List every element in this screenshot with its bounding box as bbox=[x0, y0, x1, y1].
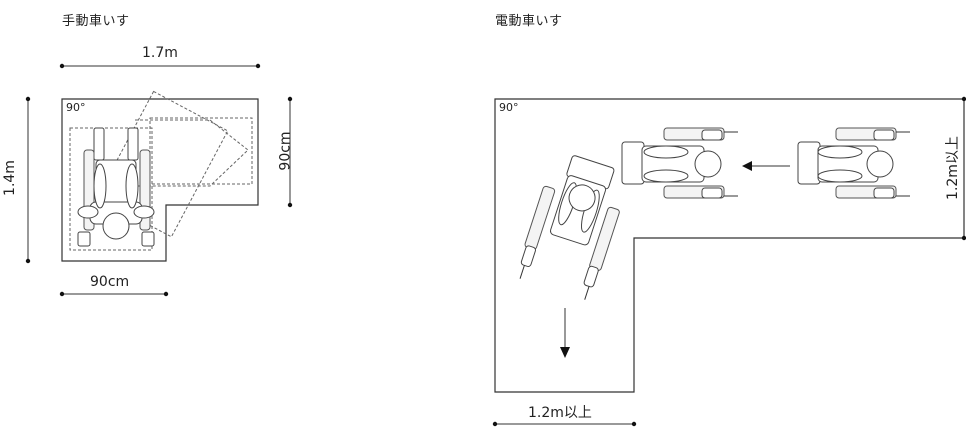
manual-right-dimension: 90cm bbox=[277, 131, 294, 171]
electric-wheelchair-icon-turning bbox=[519, 155, 620, 300]
manual-left-dimension: 1.4m bbox=[1, 160, 18, 196]
footprint-sweep bbox=[135, 119, 249, 187]
manual-angle-label: 90° bbox=[66, 101, 86, 114]
electric-wheelchair-panel: 電動車いす bbox=[480, 0, 966, 427]
electric-title: 電動車いす bbox=[495, 14, 563, 29]
footprint-start bbox=[69, 127, 153, 251]
footprint-end bbox=[149, 117, 253, 185]
electric-diagram bbox=[492, 96, 966, 427]
manual-title: 手動車いす bbox=[62, 14, 130, 29]
arrow-head bbox=[560, 347, 570, 358]
manual-top-dimension: 1.7m bbox=[142, 45, 178, 61]
electric-bottom-dimension: 1.2m以上 bbox=[528, 405, 592, 421]
electric-wheelchair-icon-middle bbox=[621, 127, 738, 199]
arrow-head bbox=[742, 161, 752, 171]
dimension-dot bbox=[59, 63, 65, 69]
manual-diagram bbox=[25, 63, 293, 297]
electric-wheelchair-icon-rear bbox=[797, 127, 910, 199]
manual-wheelchair-icon bbox=[77, 127, 155, 247]
manual-bottom-dimension: 90cm bbox=[90, 274, 130, 290]
dimension-dot bbox=[255, 63, 261, 69]
corridor-outline bbox=[61, 98, 259, 262]
manual-wheelchair-panel: 手動車いす bbox=[0, 0, 480, 427]
electric-right-dimension: 1.2m以上 bbox=[944, 136, 961, 200]
electric-angle-label: 90° bbox=[499, 101, 519, 114]
